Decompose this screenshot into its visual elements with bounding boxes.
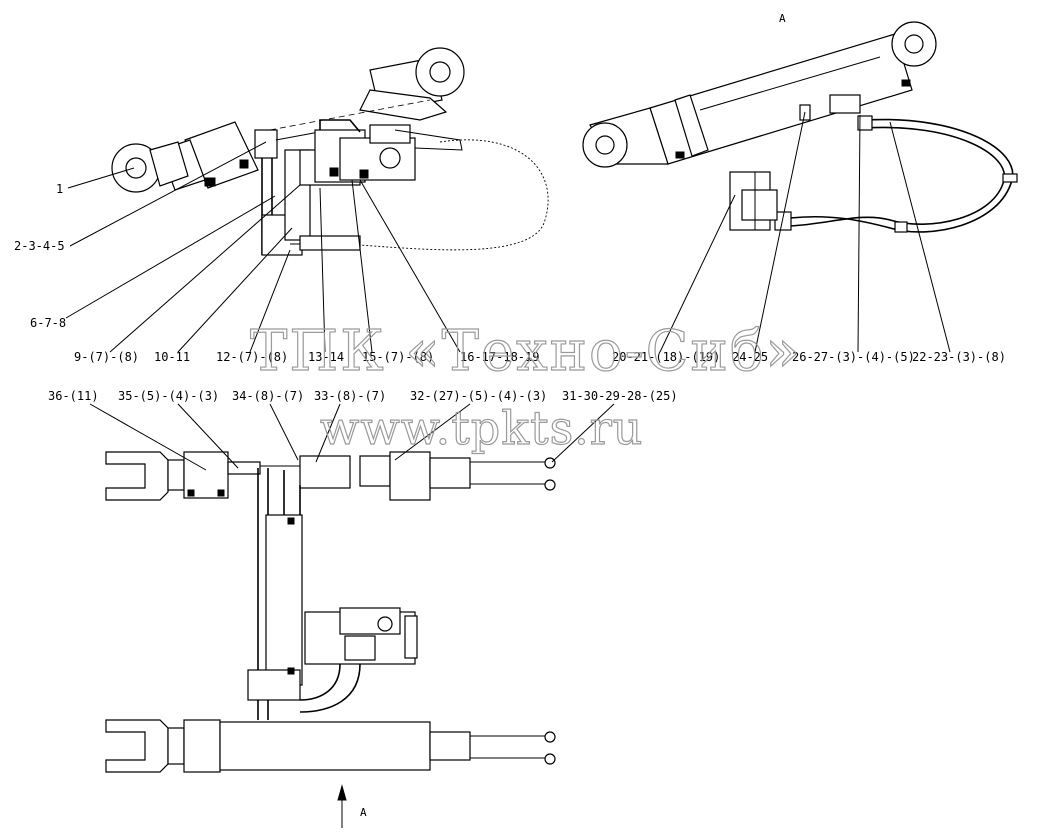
callout-22-23: 22-23-(3)-(8) — [912, 350, 1006, 364]
callout-31-30-29-28: 31-30-29-28-(25) — [562, 389, 678, 403]
callout-34: 34-(8)-(7) — [232, 389, 304, 403]
watermark-url: www.tpkts.ru — [320, 401, 643, 455]
view-label-top: A — [779, 12, 786, 25]
upper-cylinder — [269, 47, 465, 131]
watermark-company: ТПК «Техно-Сиб» — [250, 319, 802, 384]
valve-block — [314, 119, 463, 183]
callout-32: 32-(27)-(5)-(4)-(3) — [410, 389, 547, 403]
callouts-top-right: 20-21-(18)-(19) 24-25 26-27-(3)-(4)-(5) … — [612, 350, 1006, 364]
callout-36: 36-(11) — [48, 389, 99, 403]
leader-lines-top-right — [659, 111, 951, 353]
callout-35: 35-(5)-(4)-(3) — [118, 389, 219, 403]
callouts-bottom: 36-(11) 35-(5)-(4)-(3) 34-(8)-(7) 33-(8)… — [48, 389, 678, 403]
bottom-view: A — [89, 403, 615, 828]
callout-15: 15-(7)-(8) — [362, 350, 434, 364]
bottom-main-cylinder — [105, 719, 556, 773]
watermark: ТПК «Техно-Сиб» www.tpkts.ru — [249, 318, 802, 455]
bottom-top-cylinder — [105, 451, 556, 501]
callout-6-7-8: 6-7-8 — [30, 316, 66, 330]
hoses-top-left — [290, 139, 549, 251]
bracket-right — [729, 94, 861, 231]
long-cylinder — [582, 21, 937, 168]
top-right-view: A — [582, 12, 1018, 353]
top-left-view — [65, 47, 549, 353]
callout-1: 1 — [56, 182, 63, 196]
callout-26-27: 26-27-(3)-(4)-(5) — [792, 350, 915, 364]
view-label-bottom: A — [360, 806, 367, 819]
callout-12: 12-(7)-(8) — [216, 350, 288, 364]
callouts-top-left: 1 2-3-4-5 6-7-8 9-(7)-(8) 10-11 12-(7)-(… — [14, 182, 539, 364]
callout-10-11: 10-11 — [154, 350, 190, 364]
callout-9: 9-(7)-(8) — [74, 350, 139, 364]
hose-loop — [774, 115, 1018, 233]
pipe-column — [247, 468, 303, 720]
callout-2-3-4-5: 2-3-4-5 — [14, 239, 65, 253]
callout-33: 33-(8)-(7) — [314, 389, 386, 403]
view-arrow-bottom: A — [337, 784, 367, 828]
callout-24-25: 24-25 — [732, 350, 768, 364]
callout-20-21: 20-21-(18)-(19) — [612, 350, 720, 364]
control-valve — [299, 607, 418, 713]
leader-lines-bottom — [89, 403, 615, 471]
callout-13-14: 13-14 — [308, 350, 344, 364]
leader-lines-top-left — [65, 141, 461, 353]
left-cylinder — [111, 121, 259, 193]
callout-16-17-18-19: 16-17-18-19 — [460, 350, 539, 364]
